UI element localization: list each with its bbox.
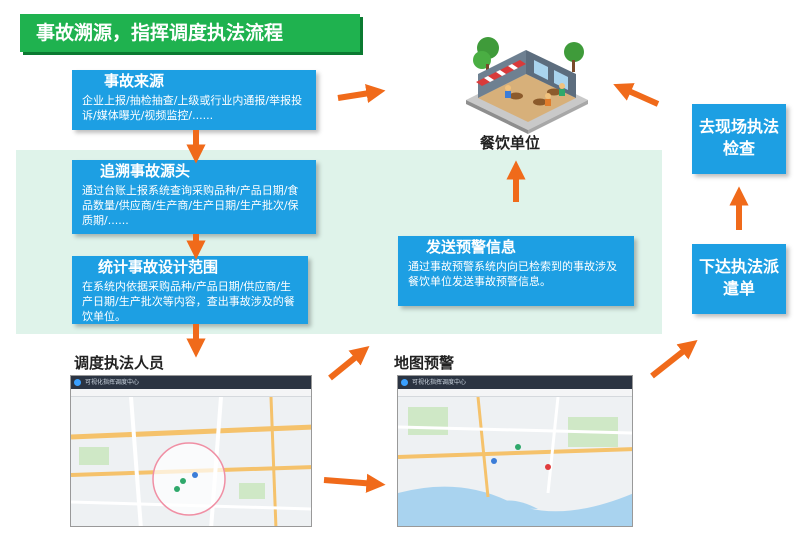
map-toolbar	[398, 389, 632, 397]
logo-icon	[401, 379, 408, 386]
step-warn-box: 发送预警信息 通过事故预警系统内向已检索到的事故涉及餐饮单位发送事故预警信息。	[398, 236, 634, 306]
page-title: 事故溯源，指挥调度执法流程	[20, 14, 360, 52]
step-trace-text: 通过台账上报系统查询采购品种/产品日期/食品数量/供应商/生产商/生产日期/生产…	[82, 184, 299, 227]
map-toolbar	[71, 389, 311, 397]
restaurant-icon	[456, 30, 596, 134]
step-warn-title: 发送预警信息	[426, 238, 517, 256]
step-stat-box: 统计事故设计范围 在系统内依据采购品种/产品日期/供应商/生产日期/生产批次等内…	[72, 256, 308, 324]
restaurant-label: 餐饮单位	[480, 134, 541, 152]
dispatcher-map-screenshot: 可视化指挥调度中心	[70, 375, 312, 527]
map-header-title: 可视化指挥调度中心	[85, 379, 140, 386]
arrow-icon	[328, 345, 370, 381]
onsite-inspection-box: 去现场执法检查	[692, 104, 786, 174]
step-source-text: 企业上报/抽检抽查/上级或行业内通报/举报投诉/媒体曝光/视频监控/......	[82, 94, 303, 122]
dispatch-order-box: 下达执法派遣单	[692, 244, 786, 314]
map-header: 可视化指挥调度中心	[398, 376, 632, 389]
map-canvas	[398, 397, 632, 526]
step-stat-text: 在系统内依据采购品种/产品日期/供应商/生产日期/生产批次等内容，查出事故涉及的…	[82, 280, 295, 323]
map-warning-screenshot: 可视化指挥调度中心	[397, 375, 633, 527]
dispatcher-label: 调度执法人员	[74, 354, 165, 372]
arrow-icon	[650, 340, 698, 379]
map-header-title: 可视化指挥调度中心	[412, 379, 467, 386]
map-canvas	[71, 397, 311, 526]
step-source-title: 事故来源	[104, 72, 165, 90]
arrow-icon	[613, 83, 660, 107]
map-header: 可视化指挥调度中心	[71, 376, 311, 389]
step-stat-title: 统计事故设计范围	[98, 258, 219, 276]
logo-icon	[74, 379, 81, 386]
arrow-icon	[323, 473, 386, 493]
arrow-icon	[337, 84, 386, 103]
step-warn-text: 通过事故预警系统内向已检索到的事故涉及餐饮单位发送事故预警信息。	[408, 260, 617, 288]
step-source-box: 事故来源 企业上报/抽检抽查/上级或行业内通报/举报投诉/媒体曝光/视频监控/.…	[72, 70, 316, 130]
step-trace-box: 追溯事故源头 通过台账上报系统查询采购品种/产品日期/食品数量/供应商/生产商/…	[72, 160, 316, 234]
map-warning-label: 地图预警	[394, 354, 455, 372]
step-trace-title: 追溯事故源头	[100, 162, 191, 180]
